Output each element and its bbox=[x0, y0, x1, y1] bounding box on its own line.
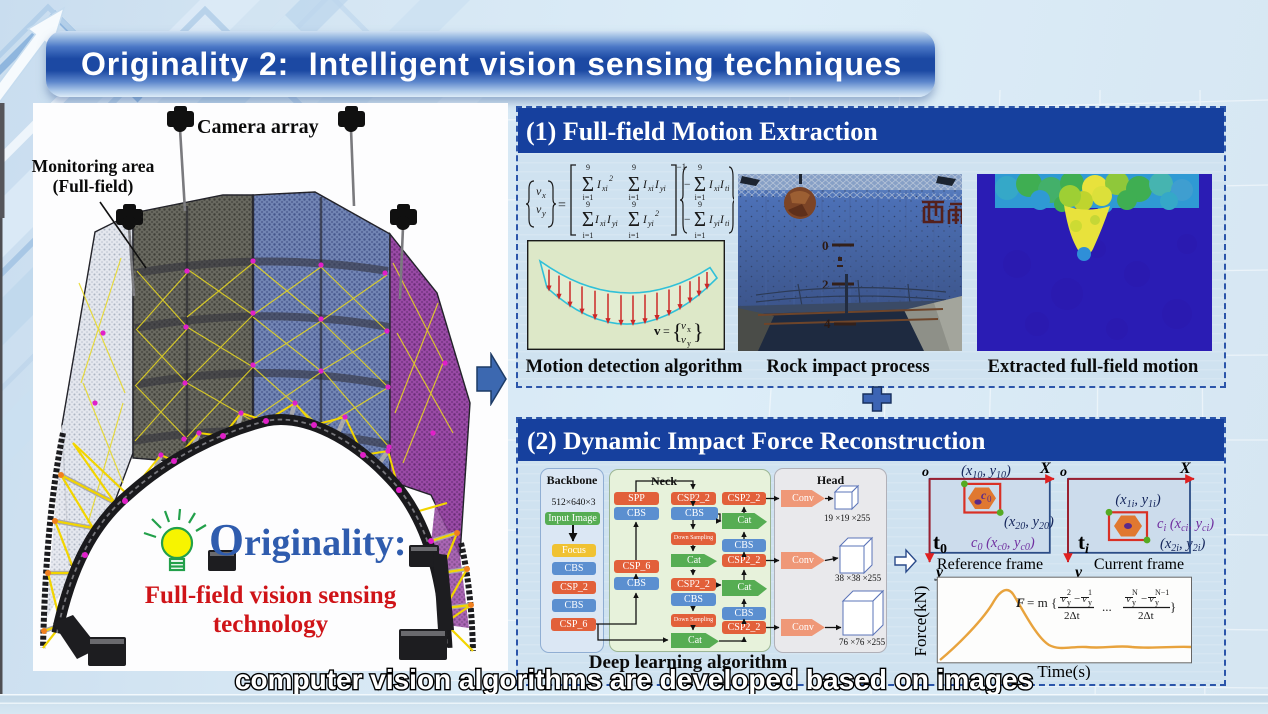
svg-text:I: I bbox=[719, 179, 725, 191]
svg-text:9: 9 bbox=[632, 163, 636, 172]
svg-text:=: = bbox=[558, 198, 566, 213]
svg-text:Σ: Σ bbox=[582, 207, 594, 231]
svg-text:I: I bbox=[708, 179, 714, 191]
svg-text:y: y bbox=[1088, 598, 1092, 607]
svg-text:9: 9 bbox=[698, 163, 702, 172]
svg-text:c: c bbox=[981, 488, 987, 502]
svg-text:y: y bbox=[1073, 564, 1083, 581]
svg-text:o: o bbox=[922, 465, 929, 480]
svg-text:Time(s): Time(s) bbox=[1037, 662, 1090, 680]
svg-text:v: v bbox=[1126, 593, 1131, 605]
svg-text:=: = bbox=[663, 324, 670, 338]
svg-text:i=1: i=1 bbox=[629, 193, 640, 202]
svg-text:y: y bbox=[1132, 598, 1136, 607]
svg-text:F: F bbox=[1015, 595, 1025, 610]
svg-text:i=1: i=1 bbox=[583, 193, 594, 202]
svg-text:Σ: Σ bbox=[628, 207, 640, 231]
svg-text:Current frame: Current frame bbox=[1094, 556, 1184, 573]
svg-text:Σ: Σ bbox=[628, 172, 640, 196]
svg-text:2: 2 bbox=[1067, 588, 1071, 597]
svg-text:y: y bbox=[1067, 598, 1071, 607]
svg-text:9: 9 bbox=[698, 200, 702, 209]
svg-text:0: 0 bbox=[822, 238, 829, 253]
svg-text:v: v bbox=[681, 334, 686, 346]
svg-text:xi: xi bbox=[599, 219, 606, 228]
svg-text:I: I bbox=[606, 214, 612, 226]
svg-text:c0 (xc0, yc0): c0 (xc0, yc0) bbox=[971, 535, 1035, 553]
svg-text:yi: yi bbox=[611, 219, 618, 228]
svg-text:ti: ti bbox=[1078, 530, 1089, 557]
svg-text:...: ... bbox=[1102, 599, 1112, 614]
svg-text:xi: xi bbox=[647, 184, 654, 193]
svg-text:0: 0 bbox=[987, 494, 992, 504]
svg-text:I: I bbox=[642, 179, 648, 191]
svg-text:4: 4 bbox=[824, 316, 831, 331]
svg-text:9: 9 bbox=[586, 200, 590, 209]
svg-text:−: − bbox=[1074, 593, 1080, 605]
svg-text:i=1: i=1 bbox=[695, 193, 706, 202]
svg-text:i=1: i=1 bbox=[629, 231, 640, 240]
svg-text:I: I bbox=[596, 179, 602, 191]
svg-text:Σ: Σ bbox=[694, 207, 706, 231]
svg-text:2: 2 bbox=[822, 277, 829, 292]
svg-text:ci (xci, yci): ci (xci, yci) bbox=[1157, 516, 1214, 534]
svg-text:}: } bbox=[693, 319, 704, 344]
svg-text:N−1: N−1 bbox=[1155, 588, 1169, 597]
svg-text:−: − bbox=[1141, 593, 1147, 605]
svg-text:2: 2 bbox=[609, 174, 613, 183]
svg-text:Σ: Σ bbox=[694, 172, 706, 196]
svg-text:y: y bbox=[541, 208, 546, 218]
svg-text:ti: ti bbox=[725, 184, 729, 193]
svg-text:o: o bbox=[1060, 465, 1067, 480]
svg-text:−: − bbox=[684, 179, 691, 191]
svg-text:v: v bbox=[681, 320, 686, 332]
svg-text:2: 2 bbox=[655, 209, 659, 218]
svg-text:I: I bbox=[708, 214, 714, 226]
svg-text:v: v bbox=[536, 202, 542, 216]
svg-text:v: v bbox=[1149, 593, 1154, 605]
svg-text:I: I bbox=[654, 179, 660, 191]
svg-text:xi: xi bbox=[601, 184, 608, 193]
svg-text:Reference frame: Reference frame bbox=[937, 556, 1043, 573]
svg-text:Force(kN): Force(kN) bbox=[911, 586, 930, 657]
svg-text:ti: ti bbox=[725, 219, 729, 228]
svg-text:N: N bbox=[1132, 588, 1138, 597]
svg-text:xi: xi bbox=[713, 184, 720, 193]
svg-text:{: { bbox=[672, 319, 683, 344]
svg-text:yi: yi bbox=[647, 219, 654, 228]
svg-text:2Δt: 2Δt bbox=[1064, 610, 1080, 622]
svg-text:−1: −1 bbox=[677, 162, 687, 172]
svg-text:x: x bbox=[541, 190, 546, 200]
svg-text:v: v bbox=[536, 184, 542, 198]
svg-text:y: y bbox=[687, 339, 691, 348]
svg-text:(x2i, y2i): (x2i, y2i) bbox=[1160, 536, 1206, 554]
svg-text:computer vision algorithms are: computer vision algorithms are developed… bbox=[235, 664, 1033, 695]
svg-text:yi: yi bbox=[713, 219, 720, 228]
svg-text:(x10, y10): (x10, y10) bbox=[961, 463, 1011, 481]
svg-text:Σ: Σ bbox=[582, 172, 594, 196]
svg-text:x: x bbox=[687, 325, 691, 334]
svg-text:v: v bbox=[654, 323, 661, 338]
svg-text:I: I bbox=[642, 214, 648, 226]
svg-text:v: v bbox=[1061, 593, 1066, 605]
svg-text:i=1: i=1 bbox=[583, 231, 594, 240]
svg-text:yi: yi bbox=[659, 184, 666, 193]
svg-text:2Δt: 2Δt bbox=[1138, 610, 1154, 622]
svg-text:y: y bbox=[934, 564, 944, 581]
svg-text:I: I bbox=[594, 214, 600, 226]
svg-text:9: 9 bbox=[586, 163, 590, 172]
svg-text:−: − bbox=[684, 214, 691, 226]
svg-text:X: X bbox=[1039, 461, 1051, 477]
svg-text:X: X bbox=[1179, 461, 1191, 477]
svg-text:}: } bbox=[1170, 599, 1176, 614]
svg-text:9: 9 bbox=[632, 200, 636, 209]
svg-text:y: y bbox=[1155, 598, 1159, 607]
svg-text:= m {: = m { bbox=[1027, 595, 1057, 610]
svg-text:v: v bbox=[1082, 593, 1087, 605]
svg-text:i=1: i=1 bbox=[695, 231, 706, 240]
svg-text:I: I bbox=[719, 214, 725, 226]
svg-text:1: 1 bbox=[1088, 588, 1092, 597]
